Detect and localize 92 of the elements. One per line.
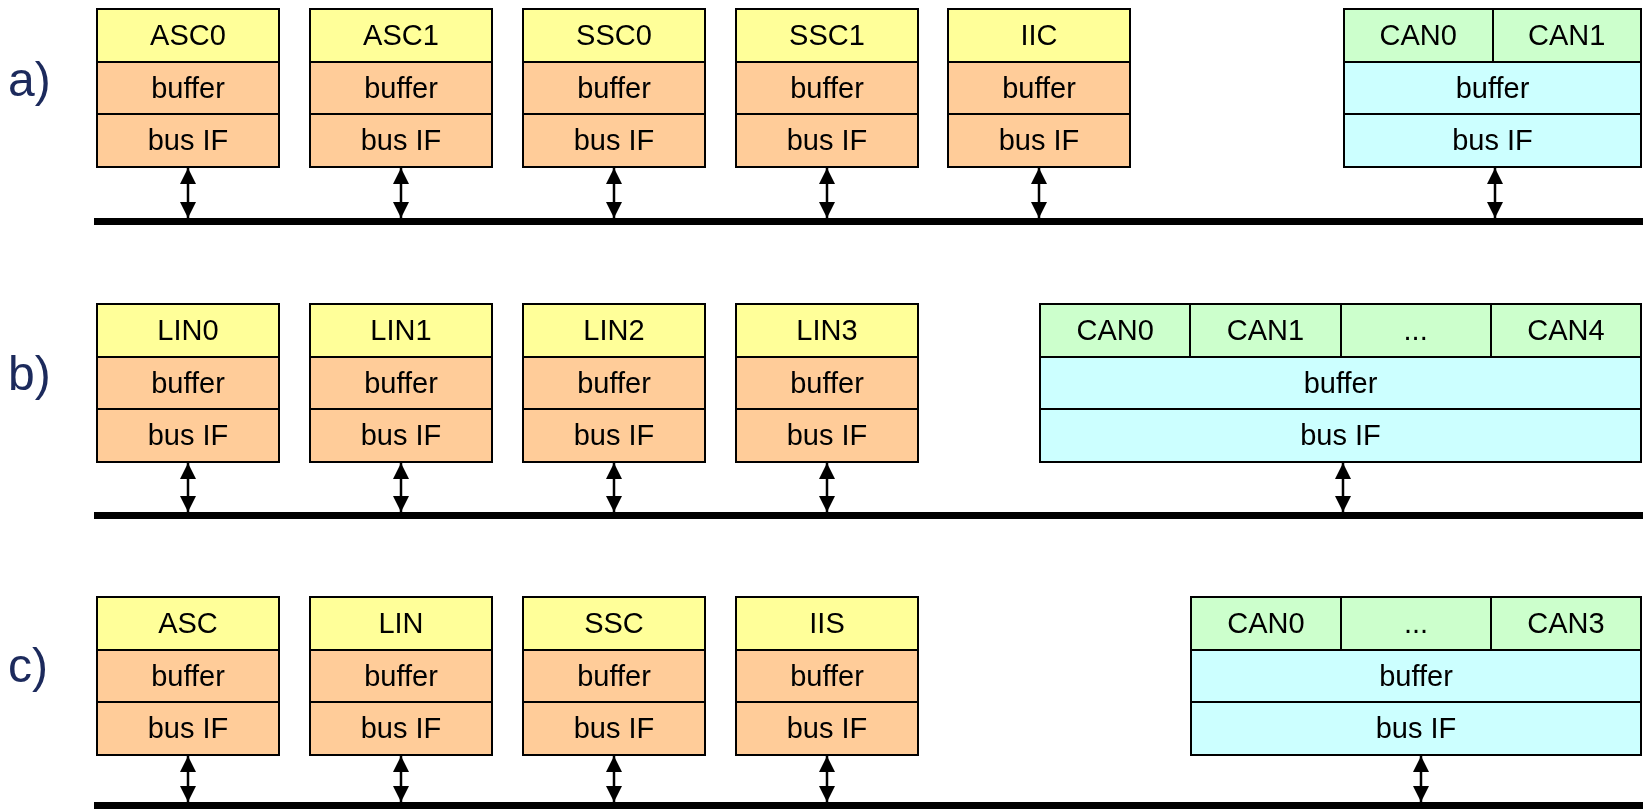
module-name-cell: LIN1 [311, 305, 491, 356]
buffer-cell: buffer [1041, 355, 1640, 409]
buffer-cell: buffer [524, 648, 704, 702]
peripheral-module [96, 303, 280, 463]
row-label: a) [8, 52, 51, 107]
bidirectional-arrow [1487, 168, 1503, 218]
buffer-cell: buffer [98, 648, 278, 702]
module-name-cell: SSC0 [524, 10, 704, 61]
bidirectional-arrow [819, 168, 835, 218]
bidirectional-arrow [819, 463, 835, 512]
module-name-cell: LIN3 [737, 305, 917, 356]
buffer-cell: buffer [737, 648, 917, 702]
bus-bar [94, 512, 1643, 519]
module-name-cell: LIN [311, 598, 491, 649]
bidirectional-arrow [1031, 168, 1047, 218]
bus-interface-cell: bus IF [311, 701, 491, 754]
buffer-cell: buffer [524, 355, 704, 409]
peripheral-module [522, 596, 706, 756]
bidirectional-arrow [819, 756, 835, 802]
buffer-cell: buffer [311, 60, 491, 114]
bus-bar [94, 218, 1643, 225]
bus-interface-cell: bus IF [98, 113, 278, 166]
module-name-cell: ... [1339, 305, 1490, 356]
bus-interface-cell: bus IF [949, 113, 1129, 166]
bus-interface-cell: bus IF [737, 113, 917, 166]
peripheral-module [96, 596, 280, 756]
buffer-cell: buffer [1345, 60, 1640, 114]
peripheral-module [735, 596, 919, 756]
bidirectional-arrow [180, 756, 196, 802]
module-name-cell: ASC1 [311, 10, 491, 61]
bidirectional-arrow [1413, 756, 1429, 802]
buffer-cell: buffer [311, 648, 491, 702]
bus-interface-cell: bus IF [524, 701, 704, 754]
module-name-cell: ... [1340, 598, 1490, 649]
bus-interface-cell: bus IF [524, 408, 704, 461]
peripheral-module [947, 8, 1131, 168]
module-name-cell: CAN0 [1192, 598, 1340, 649]
peripheral-module [522, 303, 706, 463]
module-name-cell: LIN0 [98, 305, 278, 356]
peripheral-module [1343, 8, 1642, 168]
buffer-cell: buffer [98, 355, 278, 409]
module-name-cell: ASC0 [98, 10, 278, 61]
buffer-cell: buffer [311, 355, 491, 409]
module-name-cell: CAN1 [1189, 305, 1340, 356]
bidirectional-arrow [606, 168, 622, 218]
module-name-cell: CAN0 [1041, 305, 1190, 356]
module-name-cell: CAN1 [1491, 10, 1640, 61]
peripheral-module [309, 596, 493, 756]
bidirectional-arrow [393, 168, 409, 218]
bus-interface-cell: bus IF [737, 701, 917, 754]
module-name-cell: SSC [524, 598, 704, 649]
bus-interface-cell: bus IF [1192, 701, 1640, 754]
peripheral-module [309, 303, 493, 463]
bus-interface-cell: bus IF [98, 408, 278, 461]
peripheral-module [522, 8, 706, 168]
bus-interface-cell: bus IF [98, 701, 278, 754]
row-label: b) [8, 346, 51, 401]
peripheral-module [96, 8, 280, 168]
bidirectional-arrow [393, 756, 409, 802]
peripheral-module [1039, 303, 1642, 463]
module-name-cell: LIN2 [524, 305, 704, 356]
bidirectional-arrow [606, 463, 622, 512]
peripheral-module [735, 8, 919, 168]
buffer-cell: buffer [524, 60, 704, 114]
bidirectional-arrow [180, 463, 196, 512]
module-name-cell: CAN0 [1345, 10, 1492, 61]
bus-bar [94, 802, 1643, 809]
row-label: c) [8, 638, 48, 693]
buffer-cell: buffer [737, 60, 917, 114]
peripheral-module [735, 303, 919, 463]
module-name-cell: IIS [737, 598, 917, 649]
buffer-cell: buffer [949, 60, 1129, 114]
module-name-cell: IIC [949, 10, 1129, 61]
bus-interface-cell: bus IF [311, 408, 491, 461]
peripheral-module [1190, 596, 1642, 756]
module-name-cell: ASC [98, 598, 278, 649]
bus-interface-cell: bus IF [1041, 408, 1640, 461]
buffer-cell: buffer [737, 355, 917, 409]
module-name-cell: CAN4 [1489, 305, 1640, 356]
module-name-cell: CAN3 [1490, 598, 1640, 649]
bus-interface-cell: bus IF [1345, 113, 1640, 166]
buffer-cell: buffer [1192, 648, 1640, 702]
bus-interface-cell: bus IF [524, 113, 704, 166]
bidirectional-arrow [1335, 463, 1351, 512]
module-name-cell: SSC1 [737, 10, 917, 61]
bidirectional-arrow [393, 463, 409, 512]
bus-interface-cell: bus IF [737, 408, 917, 461]
buffer-cell: buffer [98, 60, 278, 114]
bidirectional-arrow [180, 168, 196, 218]
peripheral-module [309, 8, 493, 168]
bus-interface-cell: bus IF [311, 113, 491, 166]
bidirectional-arrow [606, 756, 622, 802]
